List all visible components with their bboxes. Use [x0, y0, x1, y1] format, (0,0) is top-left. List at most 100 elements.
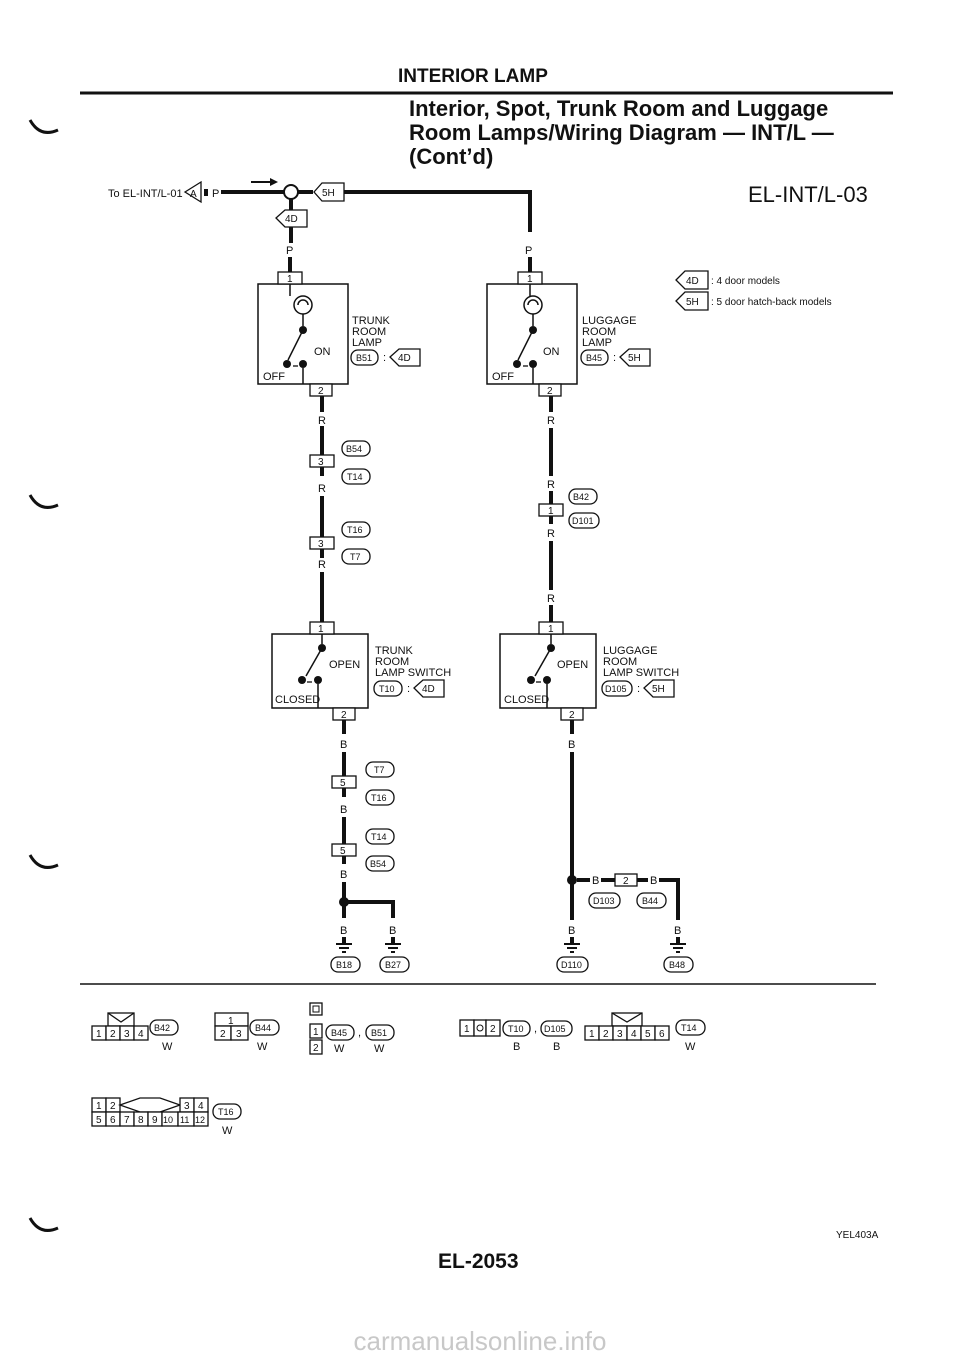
luggage-lamp-name-1: LUGGAGE: [582, 315, 636, 327]
connector-b42: 1 2 3 4 B42 W: [91, 1012, 179, 1053]
luggage-gnd2: B48: [669, 960, 685, 970]
trunk-j3-pin: 5: [340, 778, 346, 789]
svg-text:W: W: [334, 1043, 345, 1055]
svg-text:5: 5: [96, 1115, 102, 1126]
trunk-lamp-on: ON: [314, 346, 331, 358]
trunk-switch-pin2: 2: [341, 710, 347, 721]
watermark: carmanualsonline.info: [354, 1326, 607, 1356]
luggage-gnd1-color: B: [568, 925, 575, 937]
trunk-switch-open: OPEN: [329, 659, 360, 671]
trunk-j1-b: T14: [347, 472, 363, 482]
luggage-switch-closed: CLOSED: [504, 694, 549, 706]
luggage-jb-b1: B: [592, 875, 599, 887]
svg-text:B: B: [513, 1041, 520, 1053]
option-node: [283, 184, 299, 200]
svg-text:7: 7: [124, 1115, 130, 1126]
trunk-j2-a: T16: [347, 525, 363, 535]
svg-text:B: B: [553, 1041, 560, 1053]
connector-views: 1 2 3 4 B42 W 1 2 3 B44 W 1 2 B45 ,: [91, 1002, 706, 1137]
connector-t16-code: T16: [218, 1107, 234, 1117]
svg-text:3: 3: [236, 1029, 242, 1040]
connector-b45-b51: 1 2 B45 , B51 W W: [309, 1002, 395, 1055]
trunk-switch-opt: 4D: [422, 684, 435, 695]
diagram-title-line2: Room Lamps/Wiring Diagram — INT/L —: [409, 120, 834, 145]
trunk-switch-pin1: 1: [318, 624, 324, 635]
svg-text:12: 12: [195, 1115, 205, 1125]
trunk-j4-pin: 5: [340, 846, 346, 857]
luggage-lamp-off: OFF: [492, 371, 514, 383]
svg-text:2: 2: [313, 1043, 319, 1054]
trunk-wire-r2: R: [318, 483, 326, 495]
trunk-lamp-pin2: 2: [318, 386, 324, 397]
luggage-jb-b2: B: [650, 875, 657, 887]
option-5h-label: 5H: [322, 188, 335, 199]
connector-b44: 1 2 3 B44 W: [214, 1012, 280, 1053]
connector-b51-code: B51: [371, 1028, 387, 1038]
connector-b45-code: B45: [331, 1028, 347, 1038]
margin-mark-1: [28, 119, 59, 134]
margin-mark-4: [28, 1217, 59, 1232]
page-header: INTERIOR LAMP Interior, Spot, Trunk Room…: [28, 66, 893, 1232]
trunk-j3-a: T7: [374, 765, 385, 775]
luggage-switch-open: OPEN: [557, 659, 588, 671]
svg-text:1: 1: [464, 1024, 470, 1035]
luggage-switch-pin2: 2: [569, 710, 575, 721]
trunk-switch-closed: CLOSED: [275, 694, 320, 706]
svg-text:4: 4: [138, 1029, 144, 1040]
ground-icon: [670, 937, 686, 953]
luggage-gnd2-color: B: [674, 925, 681, 937]
connector-b44-color: W: [257, 1041, 268, 1053]
trunk-wire-b1: B: [340, 739, 347, 751]
luggage-jb-pin: 2: [623, 876, 629, 887]
svg-text:1: 1: [313, 1027, 319, 1038]
trunk-wire-b3: B: [340, 869, 347, 881]
figure-code: YEL403A: [836, 1230, 879, 1241]
trunk-gnd1: B18: [336, 960, 352, 970]
trunk-j1-a: B54: [346, 444, 362, 454]
trunk-switch-name-3: LAMP SWITCH: [375, 667, 451, 679]
legend-5h-code: 5H: [686, 297, 699, 308]
svg-text:1: 1: [96, 1101, 102, 1112]
trunk-lamp-pin1: 1: [287, 274, 293, 285]
top-wire: To EL-INT/L-01 A P 5H 4D: [108, 178, 532, 243]
luggage-lamp-opt-tag: [619, 348, 651, 367]
svg-text::: :: [407, 683, 410, 695]
legend-4d-tag: [675, 270, 709, 290]
luggage-jb-conn2: B44: [642, 896, 658, 906]
trunk-lamp-conn: B51: [356, 353, 372, 363]
trunk-j4-a: T14: [371, 832, 387, 842]
luggage-j1-a: B42: [573, 492, 589, 502]
luggage-wire-r1: R: [547, 415, 555, 427]
luggage-lamp-name-3: LAMP: [582, 337, 612, 349]
svg-text:11: 11: [180, 1115, 189, 1125]
connector-t14: 1 2 3 4 5 6 T14 W: [584, 1012, 706, 1053]
luggage-switch-opt-tag: [643, 679, 675, 698]
ground-icon: [385, 937, 401, 953]
option-4d-tag: [275, 209, 308, 228]
connector-b44-code: B44: [255, 1023, 271, 1033]
svg-text:,: ,: [358, 1027, 361, 1039]
arrow-stub: [204, 189, 208, 196]
wire-reference: To EL-INT/L-01: [108, 188, 183, 200]
trunk-j2-pin: 3: [318, 539, 324, 550]
luggage-switch-opt: 5H: [652, 684, 665, 695]
svg-text:3: 3: [184, 1101, 190, 1112]
svg-text:1: 1: [228, 1016, 234, 1027]
svg-text:2: 2: [603, 1029, 609, 1040]
luggage-lamp-bulb-icon: [523, 295, 543, 315]
connector-t14-code: T14: [681, 1023, 697, 1033]
trunk-j1-pin: 3: [318, 457, 324, 468]
trunk-lamp-name-1: TRUNK: [352, 315, 391, 327]
right-wire-p: P: [525, 245, 532, 257]
luggage-room-circuit: P 1 ON OFF LUGGAGE ROOM LAMP B45 : 5H 2 …: [486, 245, 694, 973]
svg-text::: :: [383, 352, 386, 364]
luggage-j1-b: D101: [572, 516, 594, 526]
connector-t14-color: W: [685, 1041, 696, 1053]
top-wire-color: P: [212, 188, 219, 200]
ground-icon: [336, 937, 352, 953]
legend: 4D : 4 door models 5H : 5 door hatch-bac…: [675, 270, 832, 311]
trunk-j2-b: T7: [350, 552, 361, 562]
trunk-lamp-off: OFF: [263, 371, 285, 383]
section-title: INTERIOR LAMP: [398, 66, 548, 87]
trunk-j4-b: B54: [370, 859, 386, 869]
